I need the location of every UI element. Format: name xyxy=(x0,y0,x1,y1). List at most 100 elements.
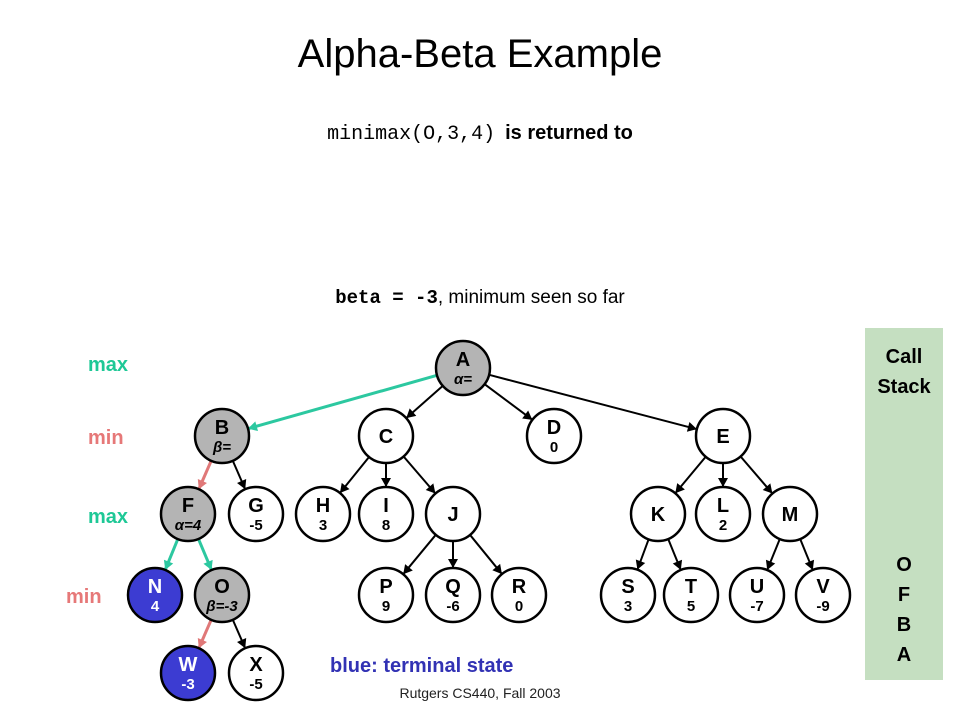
call-stack-panel: Call Stack O F B A xyxy=(865,328,943,680)
node-name: M xyxy=(782,504,799,526)
terminal-legend: blue: terminal state xyxy=(330,655,514,677)
beta-code: beta = -3 xyxy=(335,287,438,309)
node-P: P9 xyxy=(357,566,415,624)
node-G: G-5 xyxy=(227,485,285,543)
node-name: T xyxy=(685,576,697,598)
node-value: 9 xyxy=(382,598,390,615)
node-name: C xyxy=(379,426,393,448)
node-Q: Q-6 xyxy=(424,566,482,624)
call-stack-items: O F B A xyxy=(865,550,943,670)
node-value: 3 xyxy=(624,598,632,615)
node-value: 4 xyxy=(151,598,160,615)
node-circle xyxy=(761,485,819,543)
node-circle xyxy=(424,566,482,624)
node-name: E xyxy=(716,426,729,448)
node-circle xyxy=(294,485,352,543)
node-F: Fα=4 xyxy=(159,485,217,543)
arrowhead-M-V xyxy=(804,559,815,570)
returned-statement: minimax(O,3,4) is returned to xyxy=(0,122,960,146)
node-value: 2 xyxy=(719,517,727,534)
node-circle xyxy=(434,339,492,397)
arrowhead-C-J xyxy=(425,483,436,494)
slide-title: Alpha-Beta Example xyxy=(297,32,663,76)
call-stack-item: F xyxy=(897,584,911,606)
level-label-min-1: min xyxy=(88,427,124,449)
node-circle xyxy=(490,566,548,624)
arrowhead-C-I xyxy=(381,478,391,487)
beta-text: , minimum seen so far xyxy=(437,287,625,308)
arrowhead-F-O xyxy=(203,559,213,571)
node-name: J xyxy=(447,504,458,526)
arrowhead-M-U xyxy=(765,559,776,570)
node-circle xyxy=(694,407,752,465)
node-circle xyxy=(227,644,285,702)
tree-edges xyxy=(163,373,815,649)
call-stack-title-line2: Stack xyxy=(877,376,931,398)
node-W: W-3 xyxy=(159,644,217,702)
call-stack-item: O xyxy=(896,554,912,576)
node-name: W xyxy=(179,654,198,676)
node-name: R xyxy=(512,576,527,598)
returned-text: is returned to xyxy=(505,122,633,144)
arrowhead-B-G xyxy=(237,479,247,490)
node-name: D xyxy=(547,417,561,439)
node-E: E xyxy=(694,407,752,465)
node-name: I xyxy=(383,495,389,517)
arrowhead-E-M xyxy=(762,483,773,494)
footer-credit: Rutgers CS440, Fall 2003 xyxy=(399,685,561,701)
call-stack-title: Call Stack xyxy=(865,342,943,402)
node-name: V xyxy=(816,576,830,598)
node-circle xyxy=(794,566,852,624)
node-value: β=-3 xyxy=(205,598,238,615)
node-name: K xyxy=(651,504,666,526)
node-value: -6 xyxy=(446,598,459,615)
level-label-max-2: max xyxy=(88,506,129,528)
node-value: 5 xyxy=(687,598,695,615)
node-value: 3 xyxy=(319,517,327,534)
node-circle xyxy=(357,485,415,543)
arrowhead-B-F xyxy=(197,479,207,490)
node-value: α=4 xyxy=(175,517,202,534)
node-value: -7 xyxy=(750,598,763,615)
node-value: -3 xyxy=(181,676,194,693)
arrowhead-C-H xyxy=(339,482,350,493)
call-stack-item: A xyxy=(896,644,912,666)
arrowhead-O-W xyxy=(197,638,207,649)
node-name: F xyxy=(182,495,194,517)
node-D: D0 xyxy=(525,407,583,465)
node-circle xyxy=(159,644,217,702)
node-circle xyxy=(629,485,687,543)
node-circle xyxy=(193,407,251,465)
node-I: I8 xyxy=(357,485,415,543)
arrowhead-E-K xyxy=(675,483,685,494)
edge-A-D xyxy=(484,383,533,421)
arrowhead-A-C xyxy=(406,408,417,419)
call-stack-item: B xyxy=(896,614,912,636)
call-stack-title-line1: Call xyxy=(885,346,923,368)
level-label-min-2: min xyxy=(66,586,102,608)
node-name: U xyxy=(750,576,764,598)
node-circle xyxy=(662,566,720,624)
node-name: S xyxy=(621,576,634,598)
node-name: G xyxy=(248,495,264,517)
edge-A-E xyxy=(488,373,698,431)
node-name: B xyxy=(215,417,229,439)
node-name: O xyxy=(214,576,230,598)
node-value: 0 xyxy=(550,439,558,456)
returned-call: minimax(O,3,4) xyxy=(327,123,496,146)
node-value: -9 xyxy=(816,598,829,615)
beta-note: beta = -3, minimum seen so far xyxy=(0,287,960,309)
node-U: U-7 xyxy=(728,566,786,624)
node-value: 0 xyxy=(515,598,523,615)
node-circle xyxy=(126,566,184,624)
node-circle xyxy=(193,566,251,624)
node-value: α= xyxy=(454,371,472,388)
node-S: S3 xyxy=(599,566,657,624)
arrowhead-K-S xyxy=(635,559,646,570)
node-circle xyxy=(357,407,415,465)
arrowhead-A-D xyxy=(522,410,533,420)
node-L: L2 xyxy=(694,485,752,543)
node-name: Q xyxy=(445,576,461,598)
